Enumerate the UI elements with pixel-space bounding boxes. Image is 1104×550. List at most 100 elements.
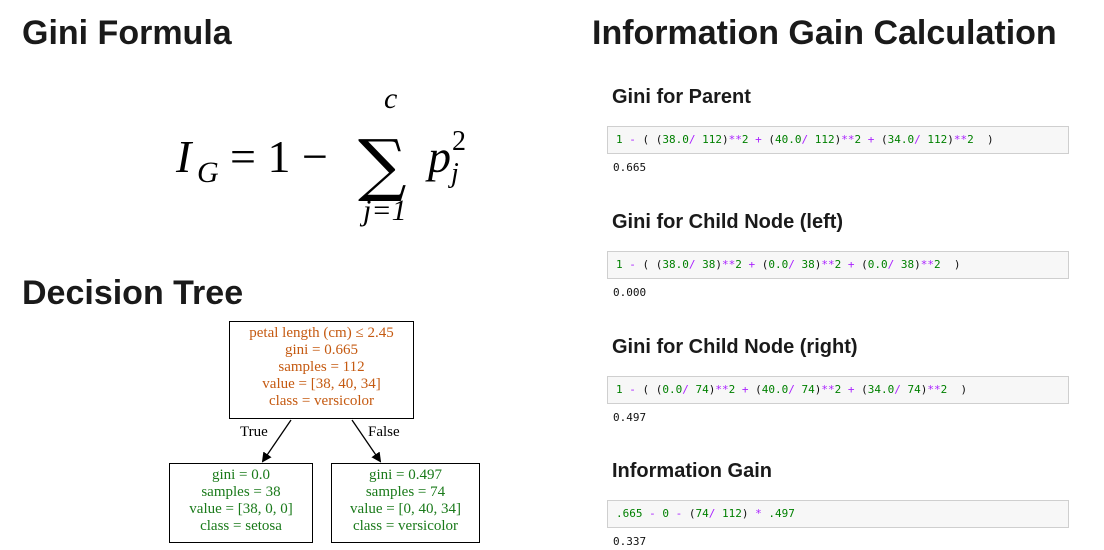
- code-token: .497: [768, 507, 795, 520]
- code-token: 2: [735, 258, 742, 271]
- cell-output: 0.000: [613, 286, 647, 299]
- code-cell[interactable]: 1 - ( (38.0/ 112)**2 + (40.0/ 112)**2 + …: [607, 126, 1069, 154]
- right-line: class = versicolor: [352, 518, 459, 534]
- code-token: /: [788, 258, 795, 271]
- code-token: ): [834, 133, 842, 146]
- code-token: **: [841, 133, 855, 146]
- gini-formula-title: Gini Formula: [22, 14, 232, 52]
- code-token: (: [755, 258, 769, 271]
- code-token: [861, 133, 868, 146]
- code-token: 112: [814, 133, 835, 146]
- code-token: (: [655, 383, 663, 396]
- code-token: **: [953, 133, 968, 146]
- code-token: .665: [616, 507, 643, 520]
- root-line: samples = 112: [278, 359, 365, 375]
- root-line: gini = 0.665: [284, 342, 359, 358]
- code-token: [742, 258, 749, 271]
- root-line: petal length (cm) ≤ 2.45: [249, 325, 394, 341]
- code-token: (: [655, 133, 663, 146]
- info-gain-title: Information Gain Calculation: [592, 14, 1057, 52]
- code-token: -: [629, 258, 636, 271]
- code-token: /: [708, 507, 716, 520]
- code-token: [715, 507, 722, 520]
- code-token: ): [708, 383, 716, 396]
- code-token: 74: [695, 507, 709, 520]
- code-token: 2: [934, 258, 941, 271]
- code-token: -: [629, 383, 636, 396]
- code-token: ): [947, 133, 954, 146]
- code-token: 2: [834, 383, 842, 396]
- code-token: 38.0: [662, 133, 689, 146]
- code-token: **: [927, 383, 941, 396]
- section-heading: Gini for Child Node (left): [612, 211, 844, 233]
- formula-term: p: [425, 131, 451, 182]
- code-token: ): [814, 258, 822, 271]
- code-token: /: [788, 383, 795, 396]
- code-cell[interactable]: .665 - 0 - (74/ 112) * .497: [607, 500, 1069, 528]
- code-token: **: [715, 383, 729, 396]
- code-token: 34.0: [887, 133, 915, 146]
- code-token: [894, 258, 901, 271]
- code-token: ): [722, 133, 729, 146]
- code-token: 74: [907, 383, 921, 396]
- right-line: gini = 0.497: [368, 467, 443, 483]
- code-token: 112: [927, 133, 948, 146]
- code-token: 40.0: [775, 133, 802, 146]
- tree-right-node: gini = 0.497 samples = 74 value = [0, 40…: [331, 463, 480, 543]
- tree-root-node: petal length (cm) ≤ 2.45 gini = 0.665 sa…: [229, 321, 414, 419]
- code-token: **: [920, 258, 934, 271]
- code-token: ): [914, 258, 921, 271]
- cell-output: 0.497: [613, 411, 647, 424]
- code-cell[interactable]: 1 - ( (38.0/ 38)**2 + (0.0/ 38)**2 + (0.…: [607, 251, 1069, 279]
- code-token: ): [715, 258, 722, 271]
- code-token: +: [755, 133, 762, 146]
- decision-tree-title: Decision Tree: [22, 274, 244, 312]
- code-token: [795, 383, 802, 396]
- code-token: **: [821, 258, 835, 271]
- code-token: (: [655, 258, 663, 271]
- code-cell[interactable]: 1 - ( (0.0/ 74)**2 + (40.0/ 74)**2 + (34…: [607, 376, 1069, 404]
- code-token: /: [801, 133, 809, 146]
- code-token: +: [867, 133, 875, 146]
- code-token: (: [874, 133, 888, 146]
- gini-formula: I G = 1 − ∑ c j=1 p 2 j: [175, 82, 466, 227]
- right-line: samples = 74: [365, 484, 446, 500]
- section-heading: Information Gain: [612, 460, 772, 482]
- code-token: ): [741, 507, 749, 520]
- code-token: ): [814, 383, 822, 396]
- code-token: *: [755, 507, 762, 520]
- code-token: (: [635, 258, 656, 271]
- code-token: 2: [940, 383, 948, 396]
- code-token: ): [947, 383, 968, 396]
- code-token: -: [629, 133, 636, 146]
- true-label: True: [240, 424, 268, 440]
- code-token: -: [675, 507, 683, 520]
- code-token: +: [748, 258, 756, 271]
- code-token: [901, 383, 908, 396]
- code-token: 2: [854, 133, 862, 146]
- right-line: value = [0, 40, 34]: [350, 501, 461, 517]
- edge-false: [351, 419, 382, 463]
- code-token: 38: [702, 258, 716, 271]
- code-token: [795, 258, 802, 271]
- code-token: ): [920, 383, 928, 396]
- code-token: 1: [616, 258, 623, 271]
- formula-lower: j=1: [359, 194, 407, 227]
- code-token: 1: [616, 133, 623, 146]
- code-token: (: [854, 258, 868, 271]
- code-token: /: [914, 133, 921, 146]
- code-token: **: [722, 258, 736, 271]
- code-token: -: [649, 507, 656, 520]
- left-line: value = [38, 0, 0]: [189, 501, 293, 517]
- edge-true: [261, 419, 292, 463]
- code-token: ): [973, 133, 994, 146]
- formula-term-sup: 2: [452, 126, 466, 157]
- code-token: (: [635, 133, 656, 146]
- code-token: 38: [900, 258, 915, 271]
- code-token: /: [682, 383, 689, 396]
- formula-sigma: ∑: [358, 126, 407, 205]
- code-token: /: [894, 383, 901, 396]
- code-token: 40.0: [761, 383, 789, 396]
- formula-lhs: I: [175, 131, 194, 182]
- code-token: **: [728, 133, 742, 146]
